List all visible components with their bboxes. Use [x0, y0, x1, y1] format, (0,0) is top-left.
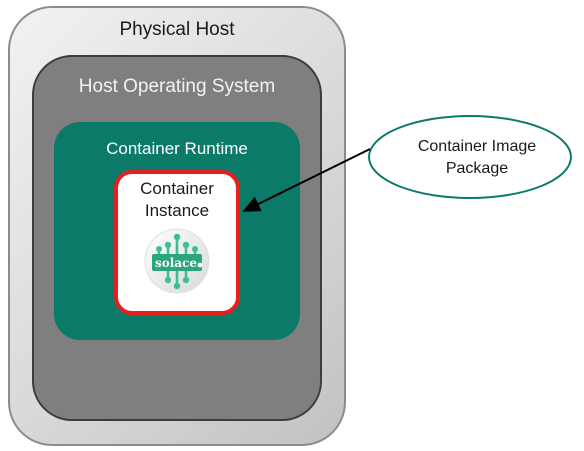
- container-image-package-label: Container Image Package: [382, 136, 572, 180]
- physical-host-label: Physical Host: [119, 19, 235, 40]
- container-instance-label: Container Instance: [118, 178, 236, 222]
- container-runtime-label: Container Runtime: [106, 139, 248, 158]
- host-os-label: Host Operating System: [78, 76, 276, 97]
- package-label-line1: Container Image: [417, 138, 537, 155]
- container-instance-line1: Container: [140, 179, 214, 198]
- solace-logo-text: solace: [155, 256, 197, 270]
- container-instance-box: Container Instance: [114, 170, 240, 315]
- solace-logo-icon: solace: [144, 228, 210, 294]
- package-label-line2: Package: [445, 160, 509, 177]
- container-instance-line2: Instance: [144, 201, 210, 220]
